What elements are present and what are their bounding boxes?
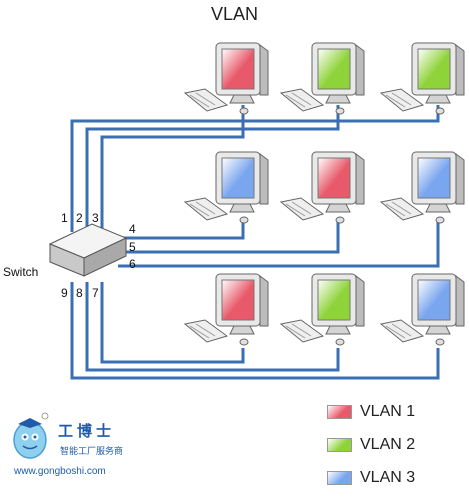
legend-swatch-vlan-2 bbox=[327, 438, 352, 452]
pc-r2c2-screen bbox=[317, 157, 351, 199]
watermark-tagline: 智能工厂服务商 bbox=[60, 446, 124, 456]
pc-r3c1-keyboard bbox=[183, 319, 229, 343]
pc-r2c1-screen bbox=[221, 157, 255, 199]
pc-r1c2-screen bbox=[317, 48, 351, 90]
switch-side bbox=[83, 237, 127, 277]
cable-port-8 bbox=[85, 282, 340, 372]
pc-r1c2-mouse bbox=[335, 107, 345, 115]
cable-port-7 bbox=[100, 282, 245, 364]
port-label-8: 8 bbox=[76, 286, 83, 300]
port-label-1: 1 bbox=[61, 211, 68, 225]
pc-r1c1-keyboard-keys bbox=[189, 94, 210, 108]
pc-r1c3-mouse bbox=[435, 107, 445, 115]
pc-r3c2-mouse bbox=[335, 338, 345, 346]
pc-r2c3-monitor-side bbox=[455, 153, 465, 205]
legend-label-vlan-2: VLAN 2 bbox=[360, 436, 416, 453]
diagram-title: VLAN bbox=[210, 4, 259, 24]
pc-r3c1-keyboard-keys bbox=[195, 323, 216, 337]
cable-port-2 bbox=[85, 105, 340, 232]
pc-r2c2-keyboard-keys bbox=[285, 203, 306, 217]
pc-r3c1-keyboard-keys bbox=[189, 325, 210, 339]
pc-r2c3-keyboard bbox=[379, 197, 425, 221]
legend-item-vlan-3: VLAN 3 bbox=[327, 468, 415, 488]
pc-r3c2-keyboard-keys bbox=[285, 325, 306, 339]
pc-r3c3-mouse bbox=[435, 338, 445, 346]
pc-r1c2-keyboard bbox=[279, 88, 325, 112]
switch-label: Switch bbox=[3, 265, 39, 279]
pc-r3c2-keyboard bbox=[279, 319, 325, 343]
pc-r1c3-keyboard-keys bbox=[391, 92, 412, 106]
pc-r2c1-keyboard bbox=[183, 197, 229, 221]
pc-r1c2-keyboard-keys bbox=[291, 92, 312, 106]
watermark-url: www.gongboshi.com bbox=[14, 466, 106, 477]
pc-r2c2-monitor-side bbox=[355, 153, 365, 205]
pc-r2c2-keyboard bbox=[279, 197, 325, 221]
pc-r3c3-stand bbox=[425, 325, 451, 335]
cable-port-3 bbox=[100, 105, 245, 232]
pc-r2c2-keyboard-keys bbox=[291, 201, 312, 215]
pc-r3c3-monitor-side bbox=[455, 275, 465, 327]
pc-r1c1-screen bbox=[221, 48, 255, 90]
port-label-3: 3 bbox=[92, 211, 99, 225]
pc-r3c2-screen bbox=[317, 279, 351, 321]
pc-r2c3-keyboard-keys bbox=[385, 203, 406, 217]
pc-r2c1-monitor-side bbox=[259, 153, 269, 205]
cable-port-5 bbox=[118, 222, 340, 254]
pc-r1c1-keyboard bbox=[183, 88, 229, 112]
pc-r1c1-monitor-side bbox=[259, 44, 269, 96]
pc-r3c3-keyboard-keys bbox=[385, 325, 406, 339]
pc-r2c3-stand bbox=[425, 203, 451, 213]
pc-r2c3-keyboard-keys bbox=[391, 201, 412, 215]
port-label-2: 2 bbox=[76, 211, 83, 225]
watermark-mascot-icon bbox=[13, 412, 49, 459]
pc-r3c1-mouse bbox=[239, 338, 249, 346]
legend-label-vlan-1: VLAN 1 bbox=[360, 403, 416, 420]
pc-r1c2-keyboard-keys bbox=[285, 94, 306, 108]
legend-item-vlan-2: VLAN 2 bbox=[327, 435, 415, 455]
cable-port-9 bbox=[70, 282, 440, 380]
legend-item-vlan-1: VLAN 1 bbox=[327, 402, 415, 422]
watermark-brand: 工博士 bbox=[58, 423, 116, 440]
port-label-9: 9 bbox=[61, 286, 68, 300]
port-label-7: 7 bbox=[92, 286, 99, 300]
pc-r1c1-stand bbox=[229, 94, 255, 104]
legend-label-vlan-3: VLAN 3 bbox=[360, 469, 416, 486]
pc-r2c1-stand bbox=[229, 203, 255, 213]
port-label-4: 4 bbox=[129, 222, 136, 236]
pc-r1c2-stand bbox=[325, 94, 351, 104]
vlan-legend: VLAN 1 VLAN 2 VLAN 3 bbox=[327, 402, 415, 501]
cable-port-6 bbox=[118, 222, 440, 268]
port-label-5: 5 bbox=[129, 240, 136, 254]
pc-r3c2-stand bbox=[325, 325, 351, 335]
legend-swatch-vlan-3 bbox=[327, 471, 352, 485]
pc-r2c3-mouse bbox=[435, 216, 445, 224]
cable-port-4 bbox=[118, 222, 245, 240]
pc-r2c3-screen bbox=[417, 157, 451, 199]
pc-r2c1-mouse bbox=[239, 216, 249, 224]
pc-r3c2-monitor-side bbox=[355, 275, 365, 327]
pc-r3c3-keyboard-keys bbox=[391, 323, 412, 337]
port-label-6: 6 bbox=[129, 257, 136, 271]
pc-r1c3-screen bbox=[417, 48, 451, 90]
pc-r1c1-keyboard-keys bbox=[195, 92, 216, 106]
pc-r2c2-mouse bbox=[335, 216, 345, 224]
pc-r1c3-stand bbox=[425, 94, 451, 104]
pc-r3c3-keyboard bbox=[379, 319, 425, 343]
pc-r1c3-keyboard bbox=[379, 88, 425, 112]
pc-r3c1-screen bbox=[221, 279, 255, 321]
pc-r1c3-monitor-side bbox=[455, 44, 465, 96]
pc-r1c2-monitor-side bbox=[355, 44, 365, 96]
pc-r3c2-keyboard-keys bbox=[291, 323, 312, 337]
pc-r3c1-monitor-side bbox=[259, 275, 269, 327]
pc-r3c3-screen bbox=[417, 279, 451, 321]
pc-r2c1-keyboard-keys bbox=[189, 203, 210, 217]
pc-r1c3-keyboard-keys bbox=[385, 94, 406, 108]
pc-r2c2-stand bbox=[325, 203, 351, 213]
legend-swatch-vlan-1 bbox=[327, 405, 352, 419]
pc-r2c1-keyboard-keys bbox=[195, 201, 216, 215]
pc-r1c1-mouse bbox=[239, 107, 249, 115]
pc-r3c1-stand bbox=[229, 325, 255, 335]
